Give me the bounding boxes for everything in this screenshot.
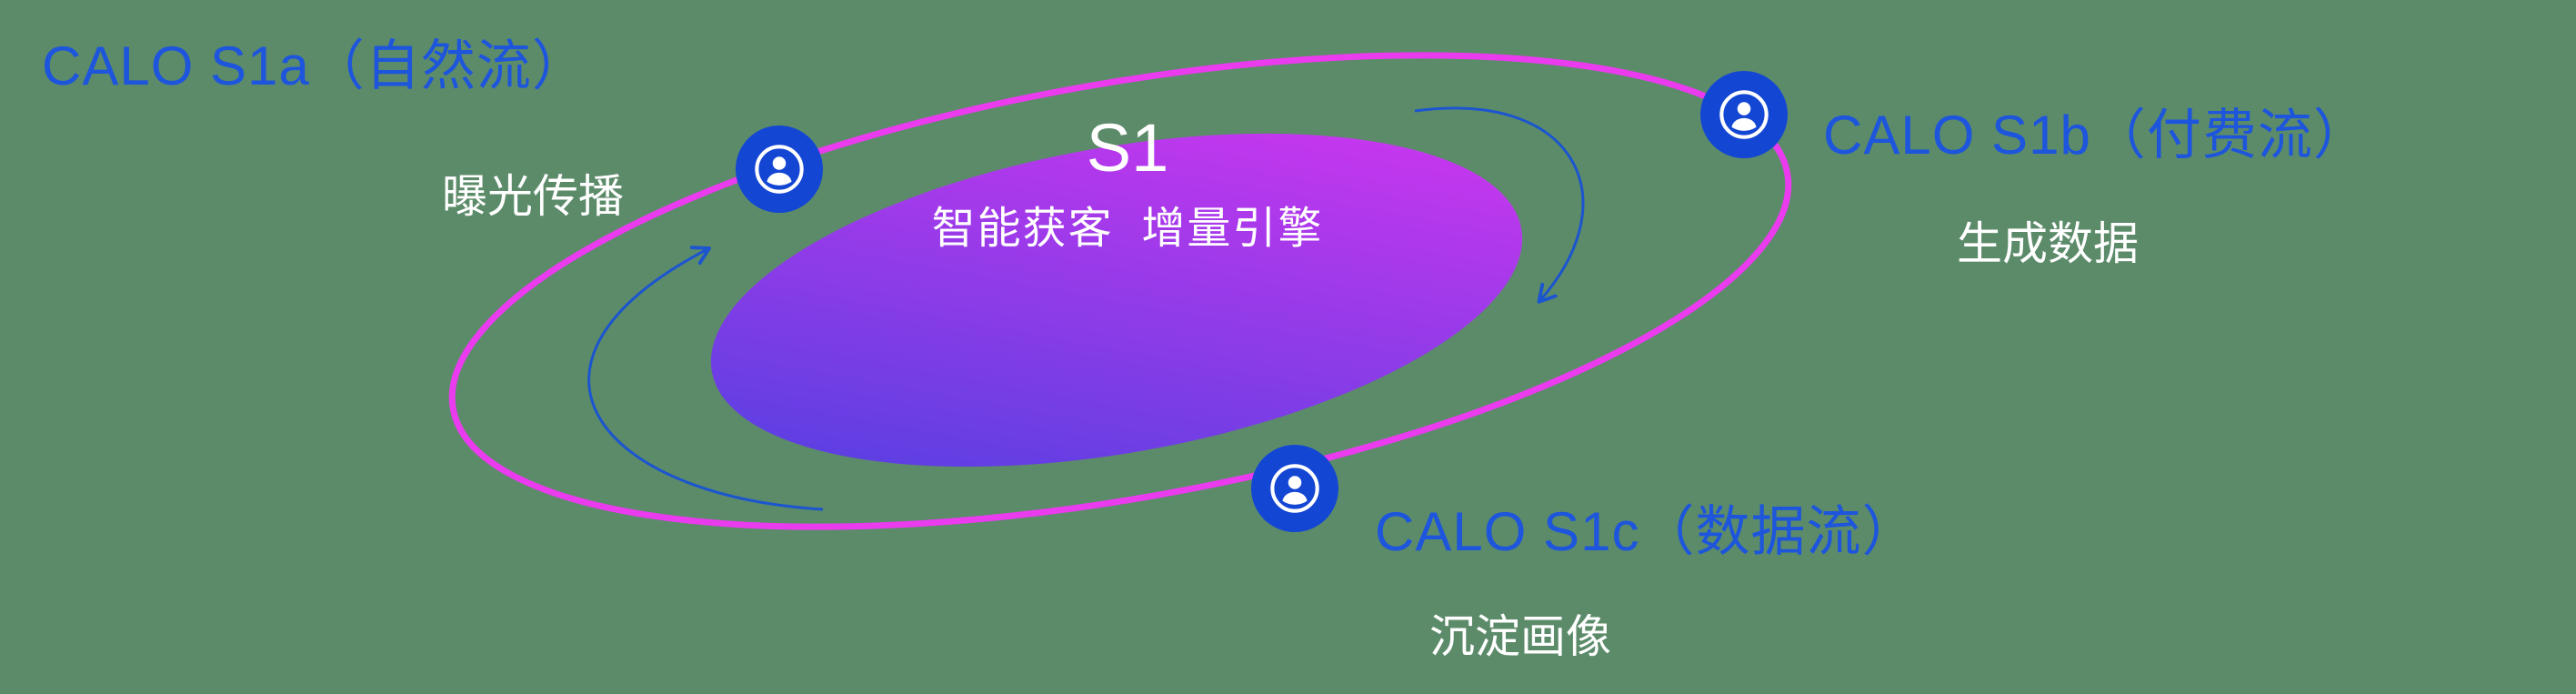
core-ellipse (710, 133, 1523, 468)
core-label-group: S1 智能获客 增量引擎 (809, 111, 1446, 256)
node-s1c (1251, 445, 1338, 532)
user-icon (1270, 464, 1319, 513)
node-s1a (736, 126, 823, 213)
node-s1b (1700, 71, 1788, 158)
user-icon (1719, 90, 1769, 139)
user-icon (755, 145, 804, 194)
label-s1a: CALO S1a（自然流） (42, 35, 587, 96)
label-s1b: CALO S1b（付费流） (1823, 105, 2369, 166)
core-subtitle: 智能获客 增量引擎 (931, 205, 1324, 254)
left-flow-arrow (587, 246, 824, 511)
sublabel-s1c: 沉淀画像 (1429, 611, 1611, 662)
label-s1c: CALO S1c（数据流） (1375, 501, 1918, 562)
core-title: S1 (1086, 110, 1169, 186)
right-flow-arrow (1414, 106, 1585, 304)
sublabel-s1a: 曝光传播 (442, 171, 624, 222)
orbit-ring (448, 52, 1792, 530)
sublabel-s1b: 生成数据 (1957, 218, 2139, 269)
